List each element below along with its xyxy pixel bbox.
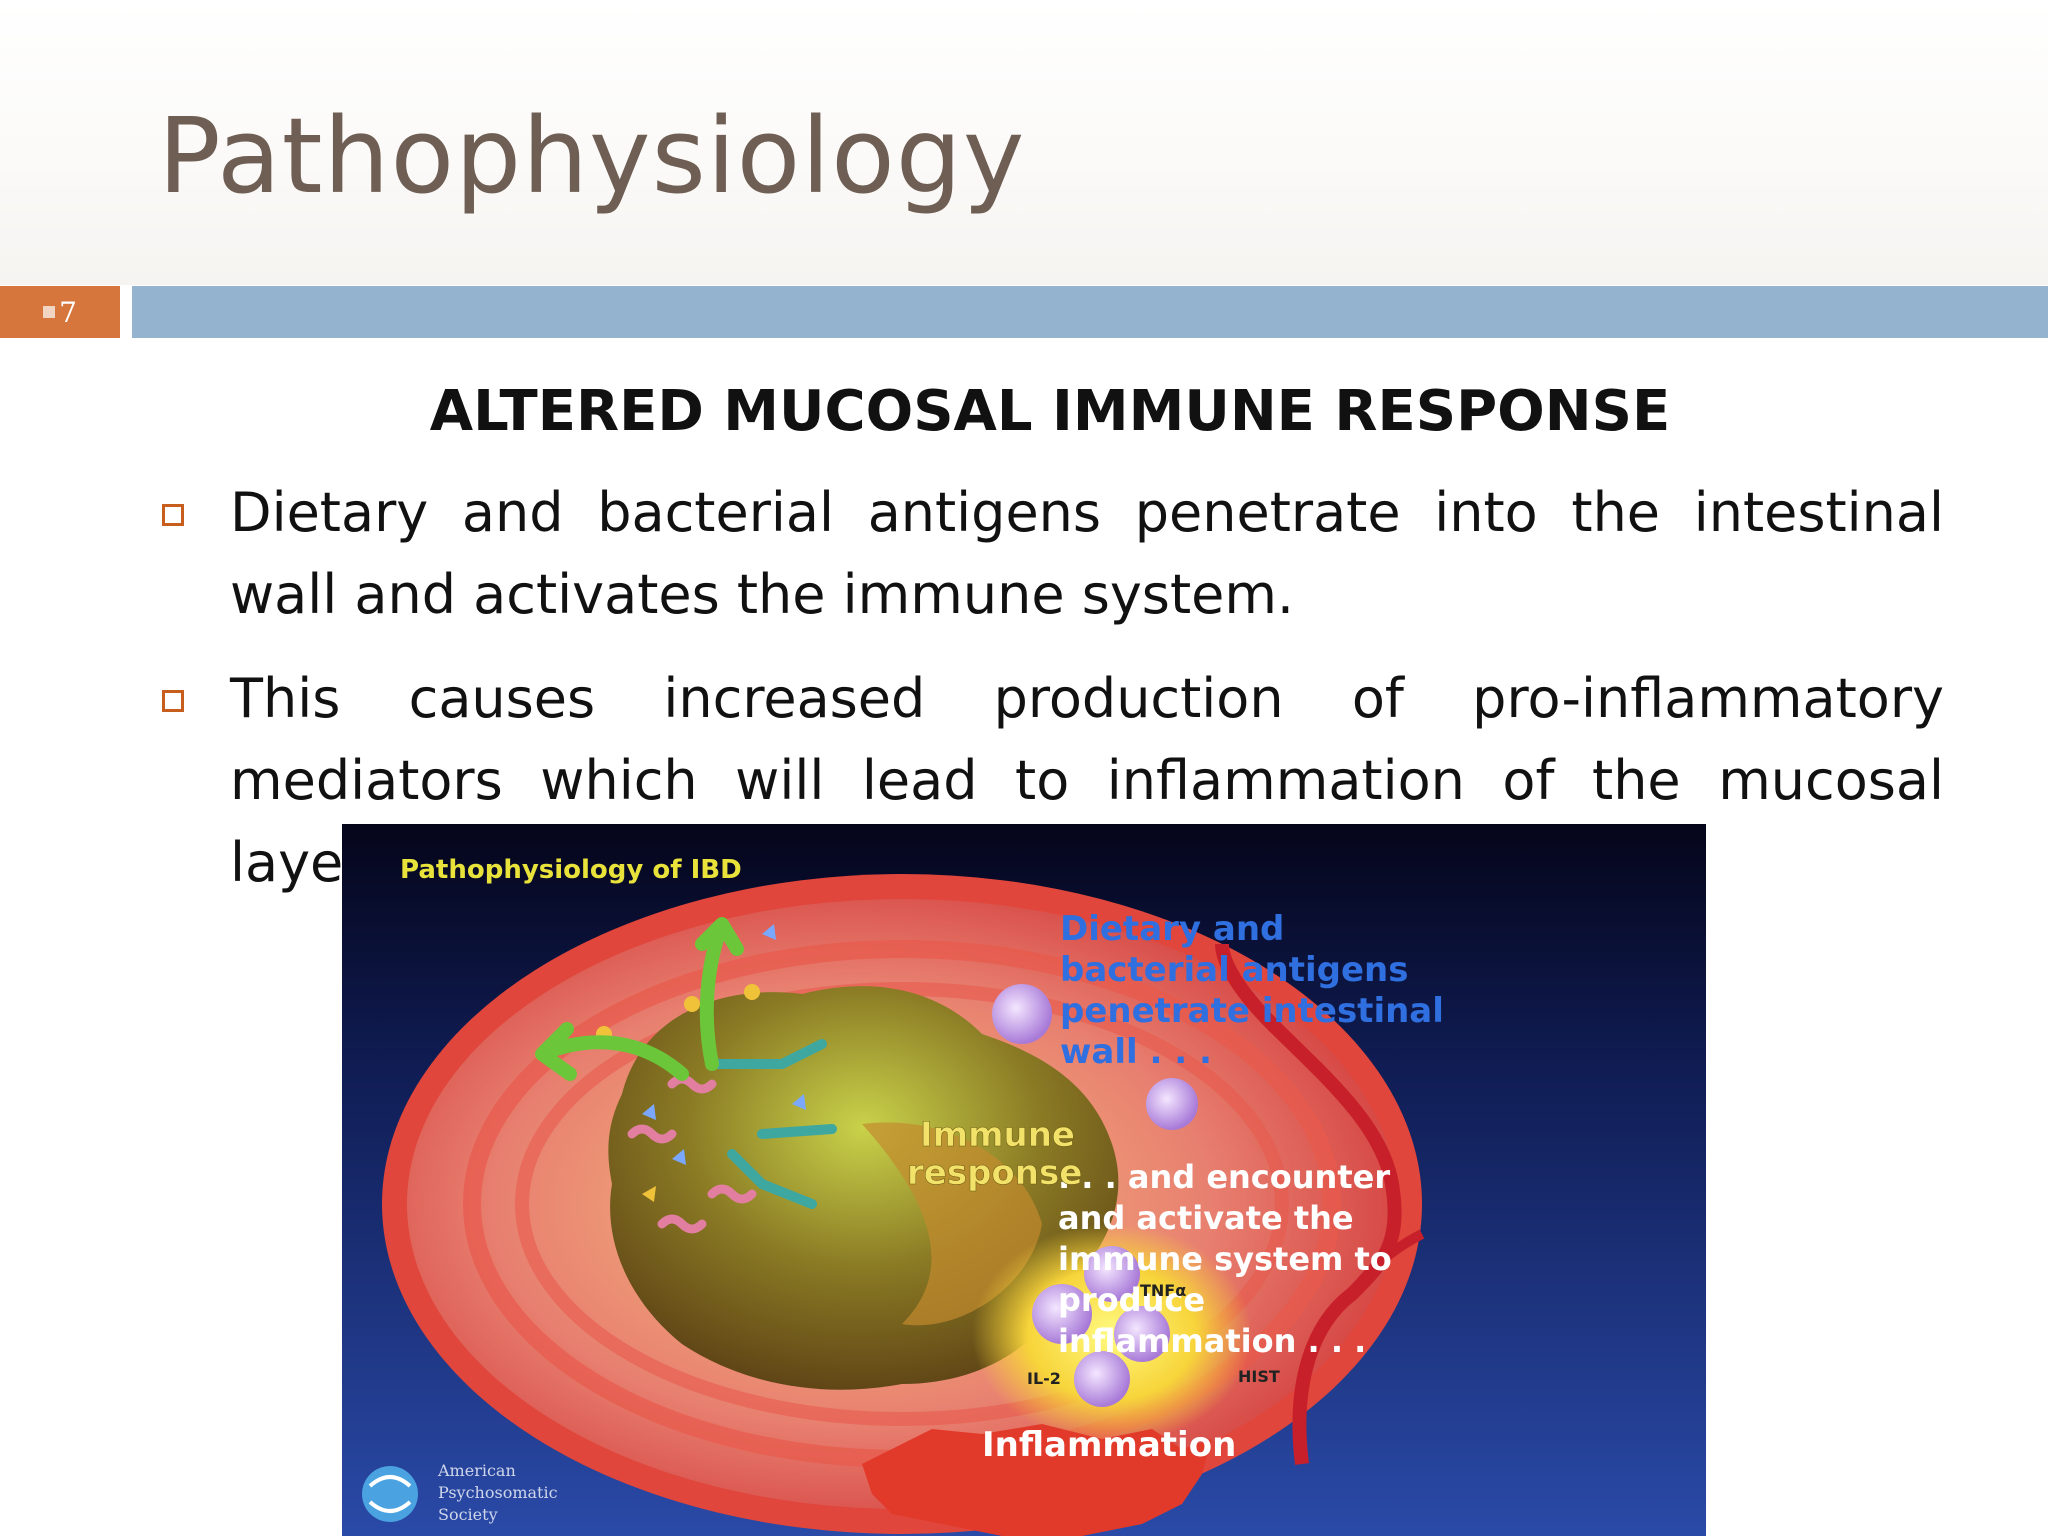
antigen-entry-arrow [535,1022,689,1081]
immune-cell [1146,1078,1198,1130]
inflammation-burst [862,1424,1212,1536]
figure-heading: Pathophysiology of IBD [400,855,742,885]
figure-caption-line: and activate the [1058,1199,1354,1237]
immune-cell [1084,1246,1140,1302]
antigen-entry-arrow [695,917,744,1071]
hollow-square-bullet-icon [162,504,184,526]
tnf-label: TNFα [1140,1281,1186,1300]
header-rule-bar [132,286,2048,338]
ibd-pathophysiology-figure: Pathophysiology of IBD Dietary and bacte… [342,824,1706,1536]
immune-cell [1114,1306,1170,1362]
bullet-text: Dietary and bacterial antigens penetrate… [230,481,1944,626]
immune-cell [992,984,1052,1044]
immune-response-label: response [907,1153,1082,1193]
hollow-square-bullet-icon [162,690,184,712]
slide-title: Pathophysiology [158,95,1026,217]
immune-cell [1074,1351,1130,1407]
inflammation-glow [972,1224,1252,1444]
figure-caption-line: penetrate intestinal [1060,991,1444,1031]
square-bullet-icon [43,306,56,318]
immune-response-label: Immune [920,1115,1075,1155]
figure-caption-line: Dietary and [1060,909,1284,949]
immune-cell [1032,1284,1092,1344]
figure-caption-line: . . . and encounter [1058,1158,1390,1196]
figure-caption-line: produce [1058,1281,1205,1319]
title-band [0,0,2048,285]
bullet-item: This causes increased production of pro-… [158,658,1944,904]
figure-caption-line: bacterial antigens [1060,950,1409,990]
blood-vessel [1215,943,1402,1465]
logo-text-line: American [437,1461,516,1480]
figure-caption-line: wall . . . [1060,1032,1212,1072]
logo-text-line: Psychosomatic [438,1483,558,1502]
figure-caption-line: immune system to [1058,1240,1392,1278]
slide-number-badge: 7 [0,286,120,338]
bullet-list: Dietary and bacterial antigens penetrate… [158,472,1944,926]
inflammation-label: Inflammation [982,1425,1236,1465]
slide-number: 7 [59,295,77,329]
figure-caption-line: inflammation . . . [1058,1322,1366,1360]
il2-label: IL-2 [1027,1369,1061,1388]
bullet-item: Dietary and bacterial antigens penetrate… [158,472,1944,636]
society-logo [362,1466,418,1522]
slide-subheading: ALTERED MUCOSAL IMMUNE RESPONSE [429,379,1671,444]
logo-text-line: Society [438,1505,498,1524]
hist-label: HIST [1238,1367,1280,1386]
bullet-text: This causes increased production of pro-… [230,667,1944,894]
